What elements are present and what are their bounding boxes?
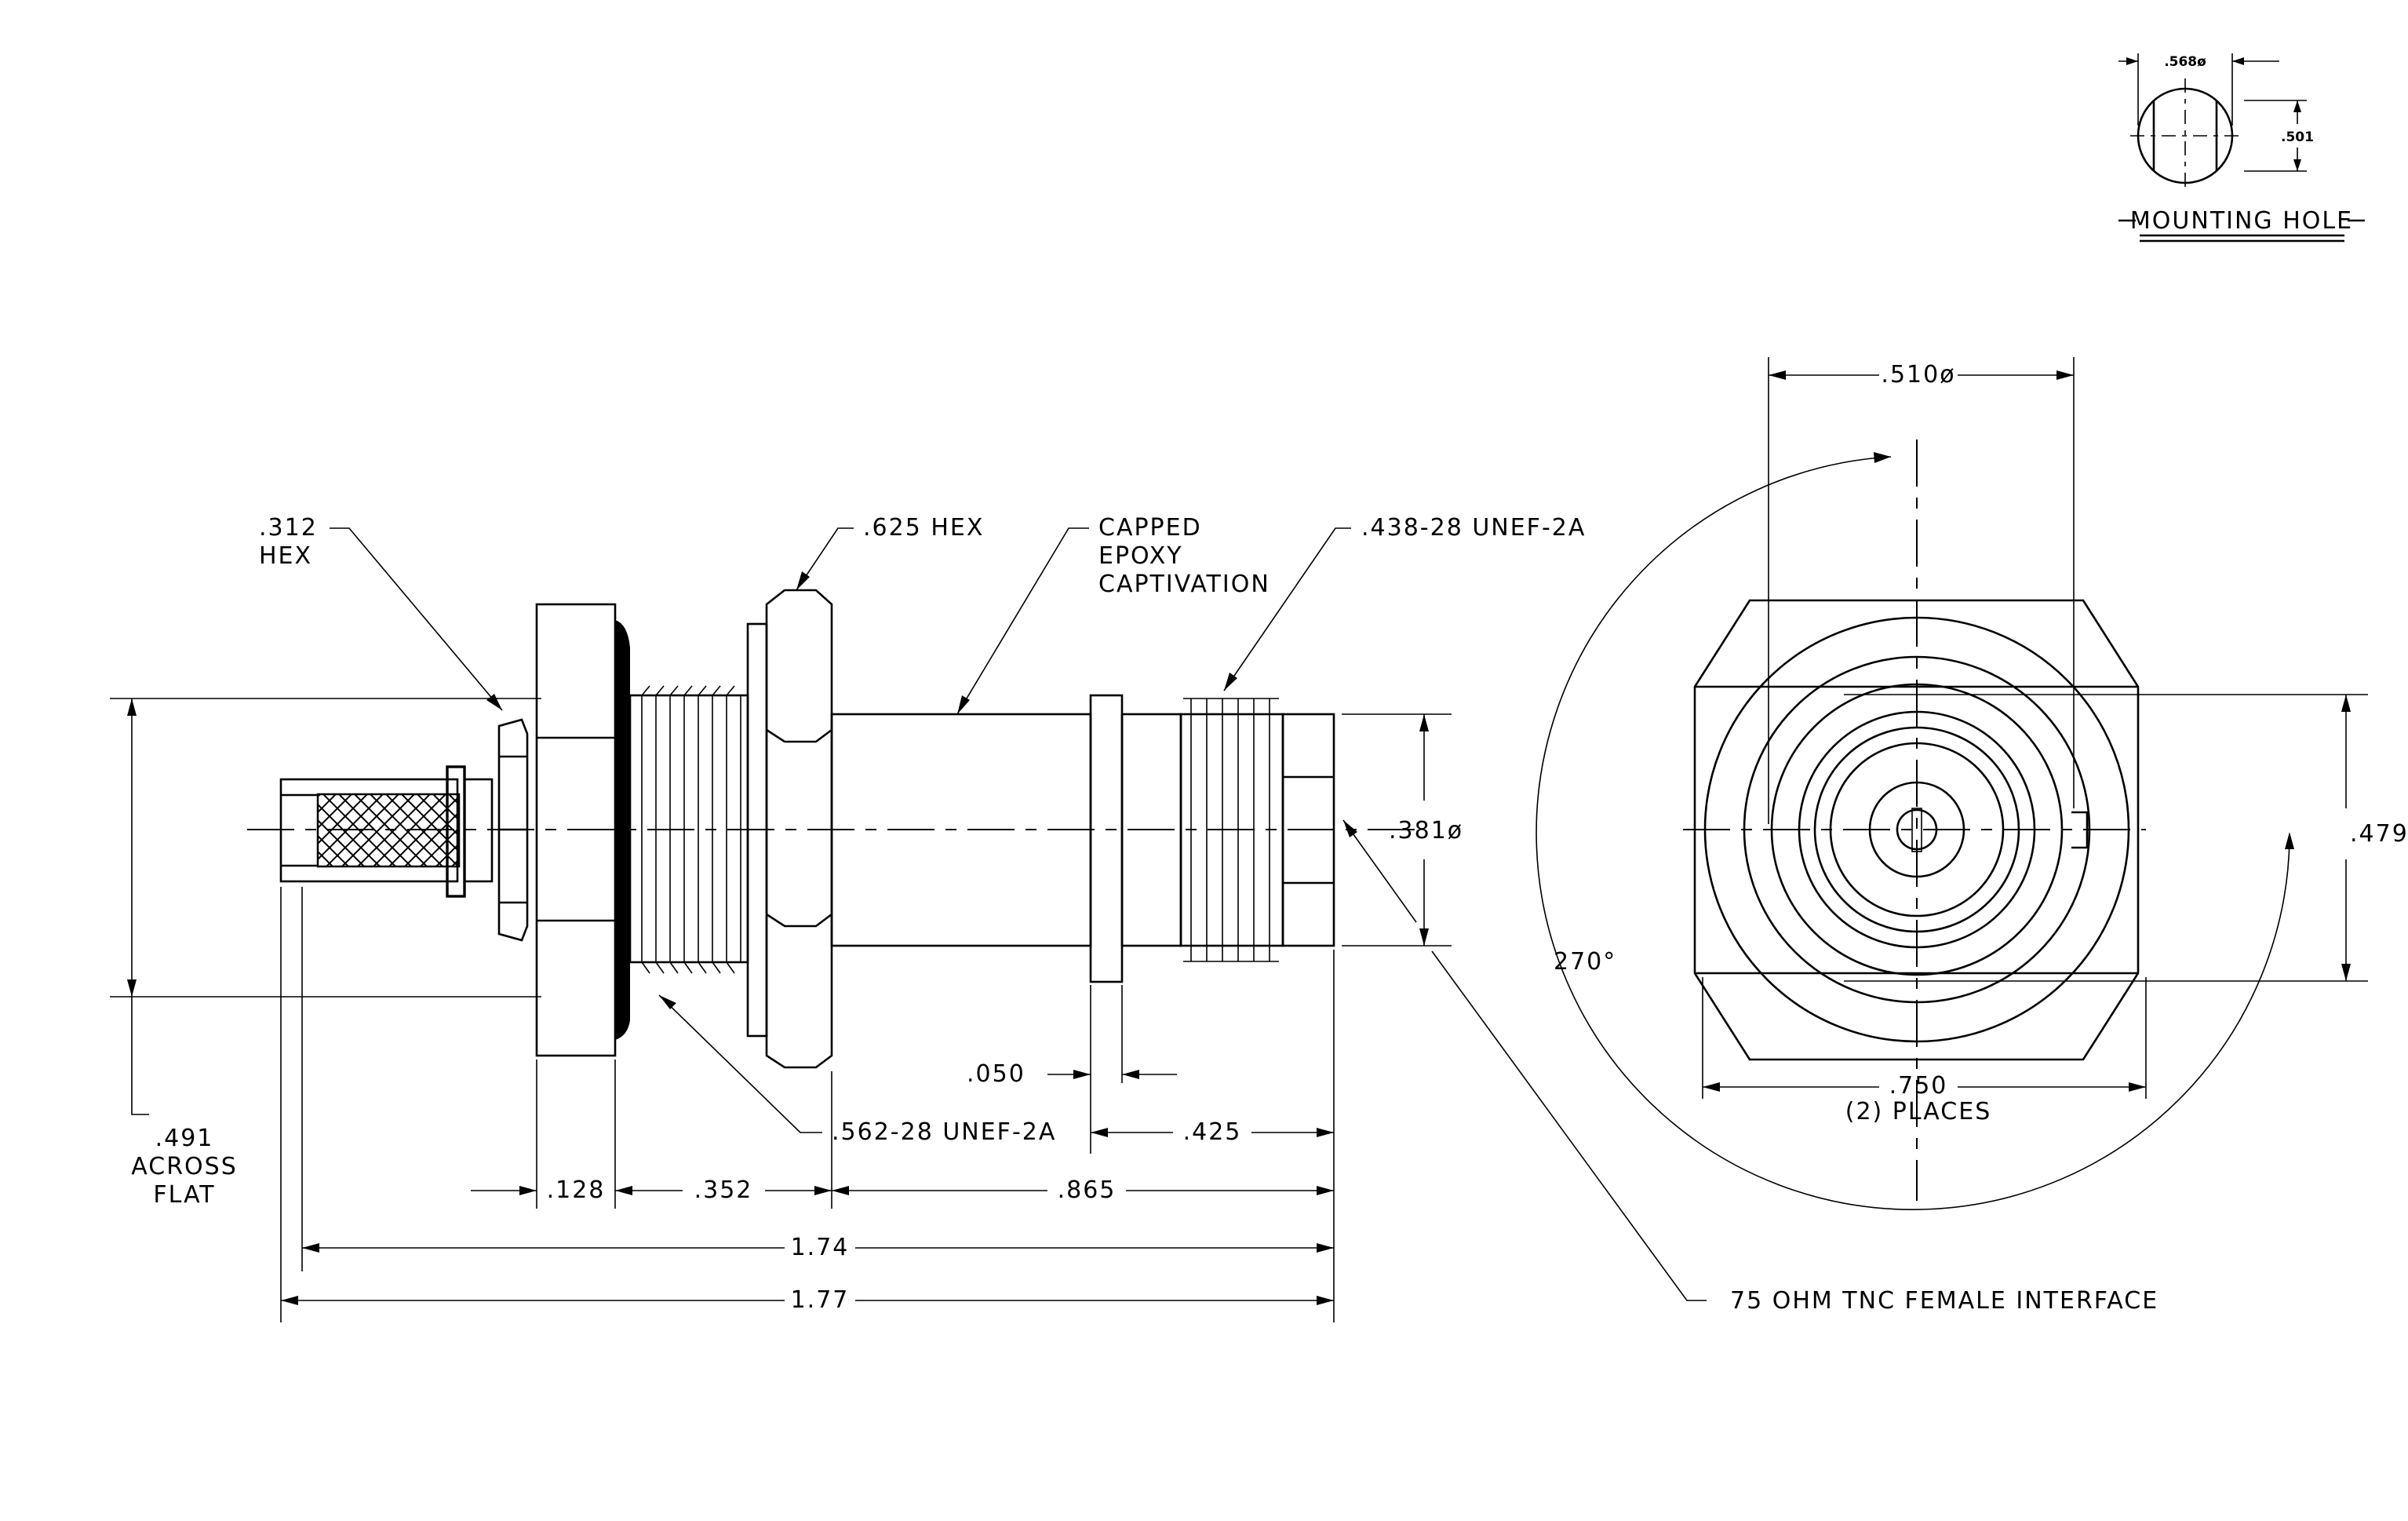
label-across-flat-word: ACROSS xyxy=(131,1153,238,1180)
label-across-flat-value: .491 xyxy=(155,1125,214,1152)
label-capped: CAPPED xyxy=(1098,514,1202,542)
cable-braid xyxy=(279,765,494,898)
side-view: .312 HEX .625 HEX CAPPED EPOXY CAPTIVATI… xyxy=(110,514,1586,1322)
label-dia-381: .381ø xyxy=(1389,817,1463,844)
label-interface: 75 OHM TNC FEMALE INTERFACE xyxy=(1730,1287,2158,1315)
label-len-352: .352 xyxy=(694,1176,753,1204)
label-angle-270: 270° xyxy=(1554,948,1616,976)
label-epoxy: EPOXY xyxy=(1098,542,1183,570)
mounting-hole-detail: .568ø .501 MOUNTING HOLE xyxy=(2118,53,2365,243)
label-gap-050: .050 xyxy=(967,1060,1025,1088)
small-hex-nut xyxy=(497,718,529,942)
label-across-flat-flat: FLAT xyxy=(153,1181,215,1209)
large-hex-nut xyxy=(746,589,833,1069)
label-rear-thread: .562-28 UNEF-2A xyxy=(832,1118,1056,1146)
mounting-hole-title: MOUNTING HOLE xyxy=(2130,207,2353,235)
label-places: (2) PLACES xyxy=(1845,1098,1991,1125)
label-front-thread: .438-28 UNEF-2A xyxy=(1361,514,1586,542)
flange xyxy=(535,603,630,1057)
label-captivation: CAPTIVATION xyxy=(1098,571,1270,598)
end-view: 270° .510ø .479 .750 (2) PLACES 75 OHM T… xyxy=(1431,357,2408,1315)
label-small-hex-word: HEX xyxy=(259,542,312,570)
mounting-hole-flat: .501 xyxy=(2281,129,2314,145)
label-len-177: 1.77 xyxy=(791,1286,850,1314)
label-len-865: .865 xyxy=(1058,1176,1117,1204)
label-flat-479: .479 xyxy=(2350,820,2408,848)
connector-body xyxy=(830,694,1335,983)
label-len-128: .128 xyxy=(547,1176,606,1204)
label-small-hex-size: .312 xyxy=(259,514,318,542)
mounting-hole-dia: .568ø xyxy=(2164,54,2206,70)
label-len-425: .425 xyxy=(1183,1118,1242,1146)
label-dia-510: .510ø xyxy=(1881,361,1955,388)
label-large-hex: .625 HEX xyxy=(863,514,984,542)
label-len-174: 1.74 xyxy=(791,1234,850,1261)
label-flat-750: .750 xyxy=(1889,1072,1948,1100)
